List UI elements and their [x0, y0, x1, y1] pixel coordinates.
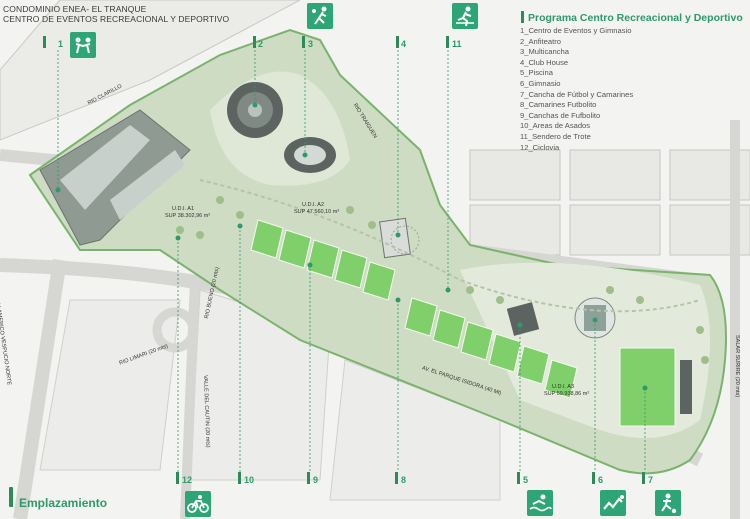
wrestling-icon — [70, 32, 96, 58]
footer-bar — [9, 487, 13, 507]
street-salar: SALAR SURIRE (20 mts) — [734, 335, 740, 398]
area-a3-name: U.D.I. A3 — [552, 384, 575, 390]
marker-tick — [395, 472, 398, 484]
area-a1-sup: SUP 38.302,96 m² — [165, 213, 211, 219]
basketball-icon — [307, 3, 333, 29]
title-line-1: CONDOMINIO ENEA- EL TRANQUE — [3, 4, 147, 14]
running-icon — [452, 3, 478, 29]
marker-number: 10 — [244, 475, 255, 485]
marker-tick — [43, 36, 46, 48]
marker-number: 5 — [523, 475, 529, 485]
swimming-icon — [527, 490, 553, 516]
marker-number: 6 — [598, 475, 604, 485]
marker-number: 9 — [313, 475, 319, 485]
legend-item: 10_Areas de Asados — [520, 121, 591, 131]
legend-item: 12_Ciclovia — [520, 142, 560, 152]
area-a2-sup: SUP 47.560,10 m² — [294, 209, 340, 215]
legend-item: 5_Piscina — [520, 68, 553, 78]
marker-tick — [176, 472, 179, 484]
marker-tick — [238, 472, 241, 484]
area-a1-name: U.D.I. A1 — [172, 206, 195, 212]
legend-item: 2_Anfiteatro — [520, 36, 561, 46]
legend-title: Programa Centro Recreacional y Deportivo — [528, 12, 743, 24]
legend-item: 8_Camarines Futbolito — [520, 100, 597, 110]
marker-tick — [253, 36, 256, 48]
legend-list: 1_Centro de Eventos y Gimnasio 2_Anfitea… — [520, 26, 633, 153]
marker-number: 11 — [452, 39, 462, 49]
legend-item: 9_Canchas de Fufbolito — [520, 110, 601, 120]
marker-number: 4 — [401, 39, 407, 49]
football-icon — [655, 490, 681, 516]
marker-tick — [642, 472, 645, 484]
marker-tick — [307, 472, 310, 484]
marker-number: 1 — [58, 39, 64, 49]
legend-item: 7_Cancha de Fútbol y Camarines — [520, 89, 634, 99]
marker-tick — [396, 36, 399, 48]
legend-item: 6_Gimnasio — [520, 78, 561, 88]
legend-item: 3_Multicancha — [520, 47, 569, 57]
gym-icon — [600, 490, 626, 516]
title-line-2: CENTRO DE EVENTOS RECREACIONAL Y DEPORTI… — [3, 14, 230, 24]
marker-number: 7 — [648, 475, 654, 485]
marker-number: 8 — [401, 475, 407, 485]
legend-bar — [521, 11, 524, 23]
legend-item: 1_Centro de Eventos y Gimnasio — [520, 26, 632, 35]
marker-number: 2 — [258, 39, 264, 49]
marker-number: 3 — [308, 39, 314, 49]
legend-item: 11_Sendero de Trote — [520, 131, 591, 141]
marker-tick — [592, 472, 595, 484]
legend-item: 4_Club House — [520, 57, 569, 67]
footer-label: Emplazamiento — [19, 496, 108, 510]
area-a3-sup: SUP 59.938,86 m² — [544, 391, 590, 397]
marker-number: 12 — [182, 475, 193, 485]
marker-tick — [302, 36, 305, 48]
marker-tick — [446, 36, 449, 48]
marker-tick — [517, 472, 520, 484]
area-a2-name: U.D.I. A2 — [302, 202, 325, 208]
bicycle-icon — [185, 491, 211, 517]
